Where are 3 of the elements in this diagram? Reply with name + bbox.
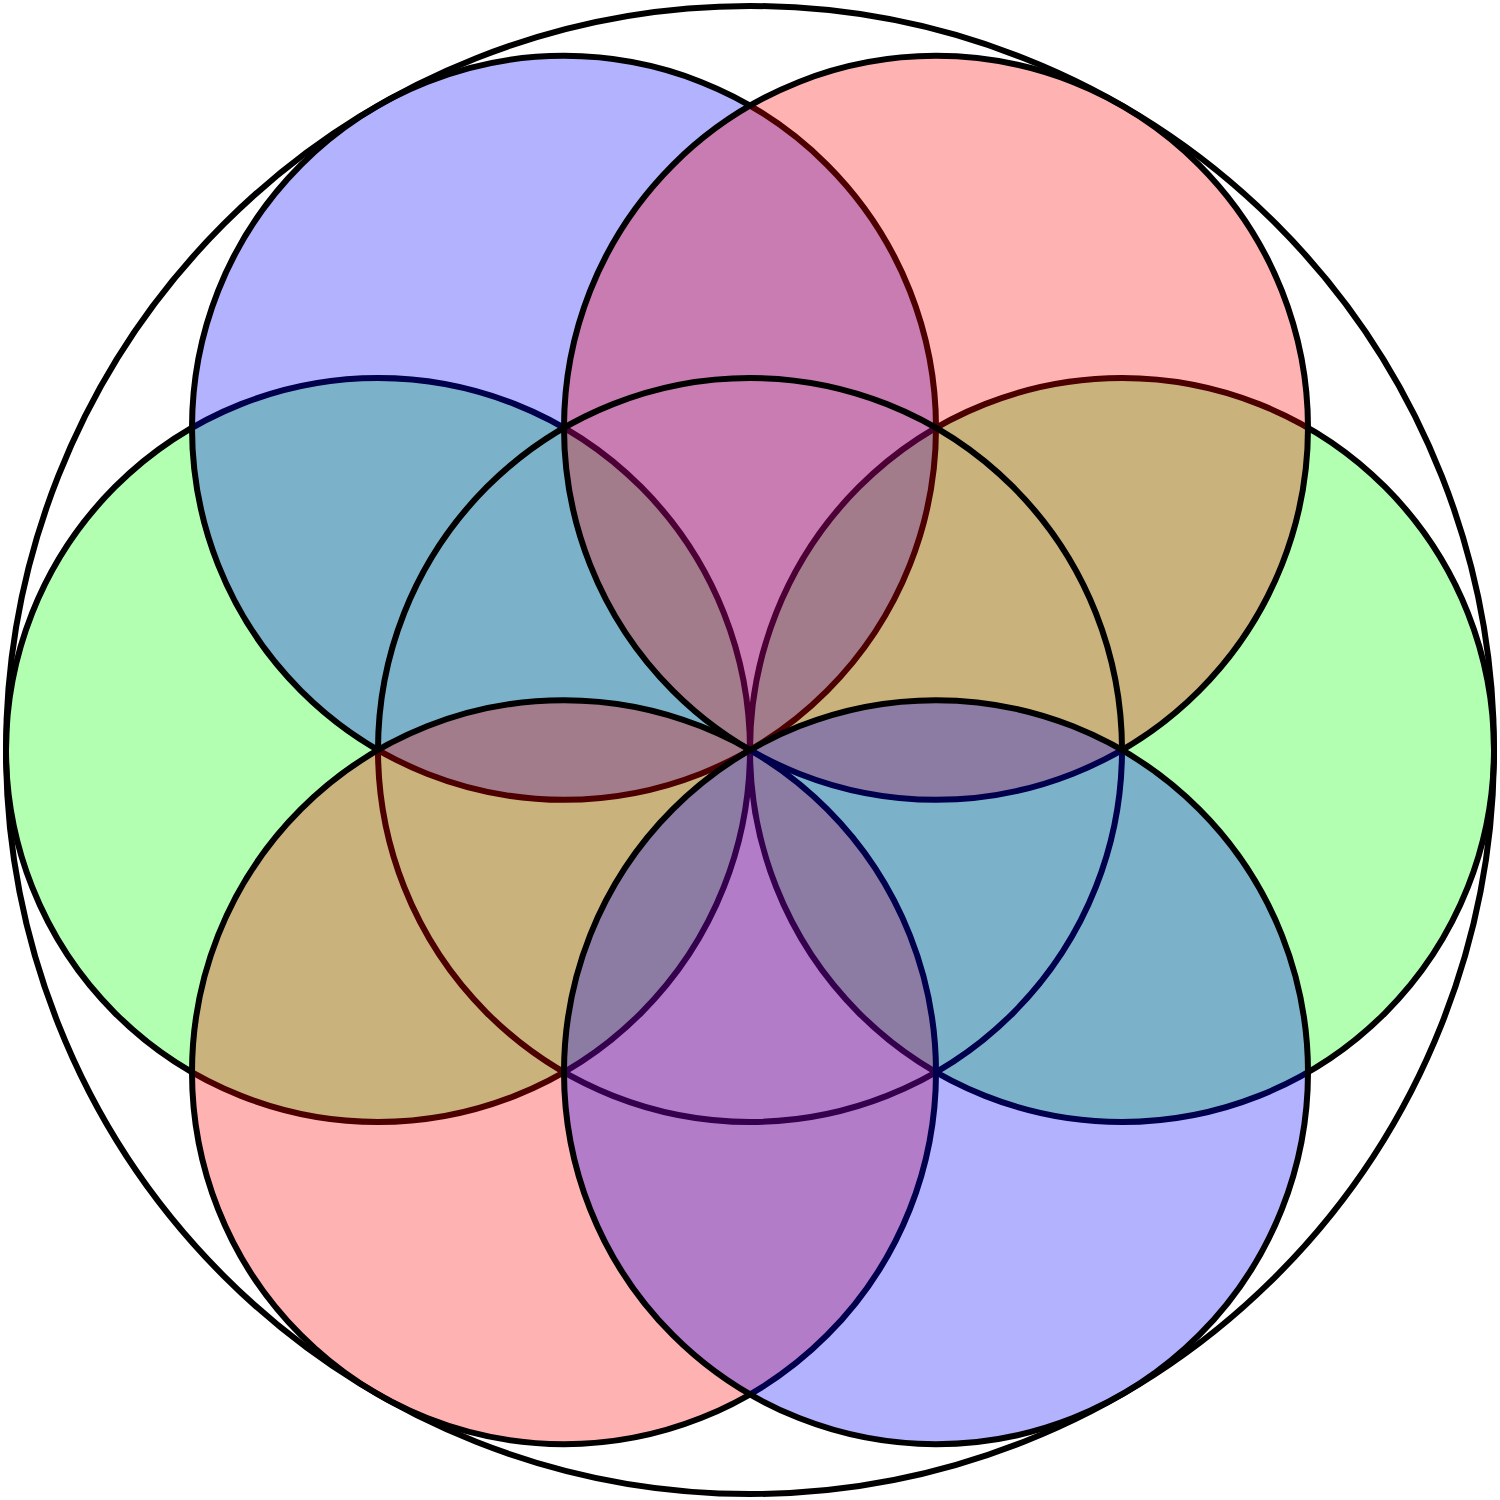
center-circle <box>375 375 1125 1125</box>
overlapping-circle <box>561 697 1311 1448</box>
outer-circle <box>3 3 1497 1497</box>
